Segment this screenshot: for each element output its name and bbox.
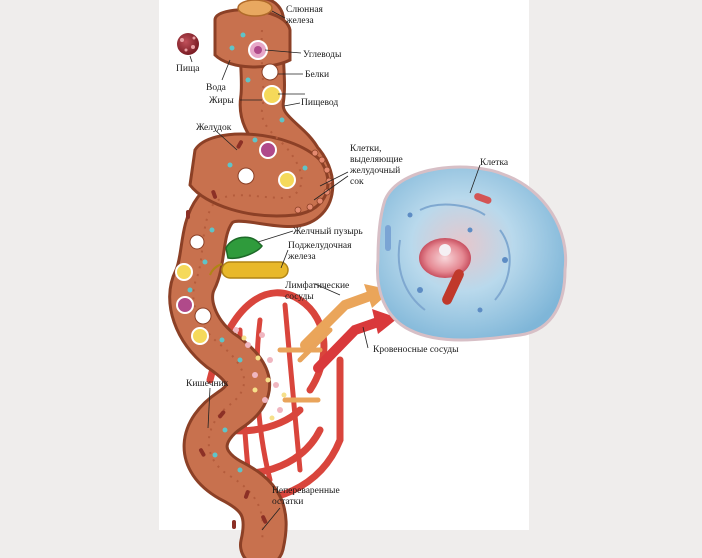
label-lymph-vessels-1: Лимфатические (285, 280, 349, 291)
pancreas (221, 261, 289, 279)
label-gastric-cells-4: сок (350, 177, 364, 187)
leader-lines (189, 10, 481, 531)
label-esophagus: Пищевод (301, 98, 338, 108)
label-gastric-cells-1: Клетки, (350, 144, 382, 154)
label-food: Пища (176, 64, 200, 74)
label-gastric-cells-2: выделяющие (350, 155, 403, 165)
label-salivary-gland-1: Слюнная (286, 5, 324, 15)
label-salivary-gland-2: железа (285, 16, 314, 26)
label-undigested-2: остатки (272, 497, 303, 507)
label-fats: Жиры (209, 96, 234, 106)
label-gallbladder: Желчный пузырь (293, 226, 363, 237)
label-gastric-cells-3: желудочный (349, 165, 400, 176)
label-pancreas-2: железа (287, 252, 316, 262)
digestive-tract (168, 0, 335, 558)
gallbladder (225, 236, 263, 260)
label-water: Вода (206, 83, 227, 93)
labels: Слюнная железа Пища Углеводы Вода Белки … (176, 5, 509, 507)
cell-illustration (375, 165, 568, 342)
salivary-gland (237, 0, 273, 17)
label-proteins: Белки (305, 70, 329, 80)
gastric-gland-cells (294, 149, 333, 214)
label-blood-vessels: Кровеносные сосуды (373, 345, 459, 355)
label-pancreas-1: Поджелудочная (288, 241, 352, 251)
blood-arrow (313, 309, 398, 373)
nutrient-particles (175, 32, 308, 529)
label-stomach: Желудок (196, 123, 232, 133)
label-cell: Клетка (480, 158, 509, 168)
label-carbohydrates: Углеводы (303, 50, 342, 60)
food-icon (177, 33, 199, 55)
label-intestine: Кишечник (186, 379, 229, 389)
label-undigested-1: Непереваренные (272, 486, 340, 496)
label-lymph-vessels-2: сосуды (285, 292, 314, 302)
